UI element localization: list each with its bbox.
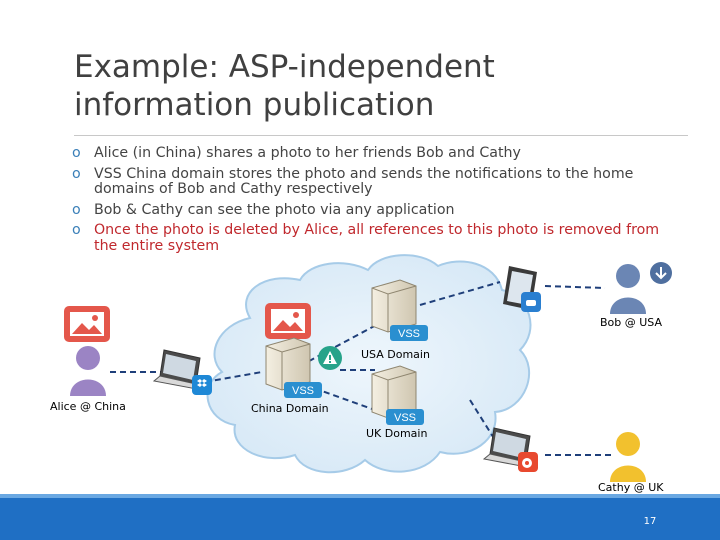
weibo-icon (518, 452, 538, 472)
bullet-marker: o (72, 145, 81, 161)
bullet-marker: o (72, 222, 81, 238)
cloud-app-icon (521, 292, 541, 312)
title-divider (74, 135, 688, 136)
vss-badge-label: VSS (398, 328, 420, 340)
bullet-item: o VSS China domain stores the photo and s… (72, 165, 672, 198)
person-icon (70, 346, 106, 396)
bullet-text: VSS China domain stores the photo and se… (94, 165, 634, 197)
china-domain-label: China Domain (251, 402, 329, 415)
download-icon (650, 262, 672, 284)
page-number: 17 (643, 516, 657, 527)
person-icon (610, 432, 646, 482)
usa-domain-label: USA Domain (361, 348, 430, 361)
bullet-list: o Alice (in China) shares a photo to her … (72, 145, 672, 259)
footer-accent (0, 494, 720, 498)
server-icon (371, 279, 417, 333)
bullet-item: o Alice (in China) shares a photo to her … (72, 145, 672, 162)
vss-badge-label: VSS (292, 385, 314, 397)
slide-title-line-1: Example: ASP-independent (74, 49, 495, 85)
vss-badge-label: VSS (394, 412, 416, 424)
bob-label: Bob @ USA (600, 316, 663, 329)
warning-icon (318, 346, 342, 370)
bullet-marker: o (72, 165, 81, 182)
uk-domain-label: UK Domain (366, 427, 428, 440)
connection-lines (110, 281, 612, 456)
vss-badge: VSS (284, 382, 322, 398)
person-icon (610, 264, 646, 314)
bullet-marker: o (72, 201, 81, 218)
photo-icon (265, 303, 311, 339)
vss-badge: VSS (386, 409, 424, 425)
slide-title-line-2: information publication (74, 87, 435, 123)
footer-bar (0, 498, 720, 540)
photo-icon (64, 306, 110, 342)
bullet-text: Alice (in China) shares a photo to her f… (94, 145, 521, 161)
alice-label: Alice @ China (50, 400, 126, 413)
bullet-text: Once the photo is deleted by Alice, all … (94, 222, 660, 254)
bullet-item: o Once the photo is deleted by Alice, all… (72, 222, 672, 254)
slide-title: Example: ASP-independent information pub… (74, 48, 674, 124)
cathy-label: Cathy @ UK (598, 481, 664, 494)
bullet-item: o Bob & Cathy can see the photo via any a… (72, 201, 672, 219)
vss-badge: VSS (390, 325, 428, 341)
bullet-text: Bob & Cathy can see the photo via any ap… (94, 201, 455, 218)
dropbox-icon (192, 375, 212, 395)
